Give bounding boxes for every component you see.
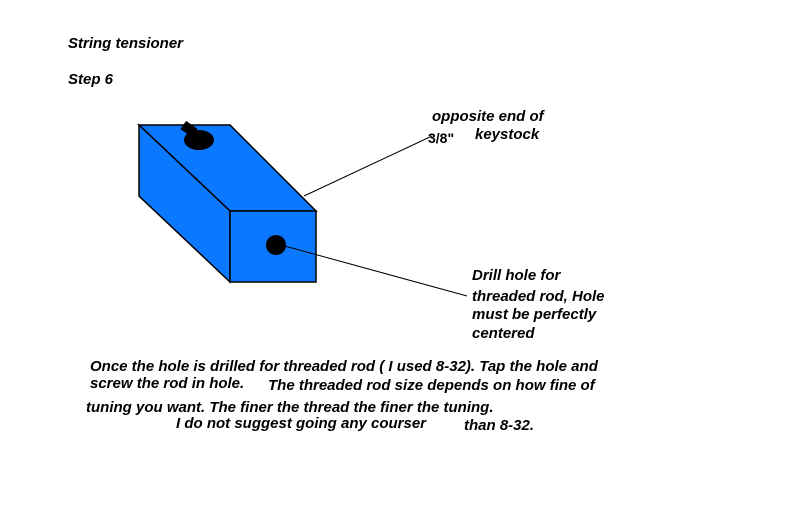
top-hole-rod: [180, 120, 198, 138]
instruction-line1: Once the hole is drilled for threaded ro…: [90, 358, 598, 375]
instruction-line4a: I do not suggest going any courser: [176, 415, 427, 432]
drill-note-line3: must be perfectly: [472, 306, 597, 323]
step-label: Step 6: [68, 71, 114, 88]
leader-line-drill-hole: [280, 244, 468, 297]
instruction-line3: tuning you want. The finer the thread th…: [86, 399, 494, 416]
opposite-end-label-2: keystock: [475, 126, 540, 143]
drill-note-line4: centered: [472, 325, 535, 342]
drill-note-line2: threaded rod, Hole: [472, 288, 605, 305]
instruction-line2b: The threaded rod size depends on how fin…: [268, 377, 595, 394]
diagram-title: String tensioner: [68, 35, 184, 52]
drill-note-line1: Drill hole for: [472, 267, 561, 284]
instruction-line4b: than 8-32.: [464, 417, 535, 434]
opposite-end-label: opposite end of: [432, 108, 544, 125]
leader-line-opposite-end: [303, 135, 433, 197]
front-hole: [266, 235, 286, 255]
dimension-label: 3/8": [428, 130, 455, 146]
instruction-line2a: screw the rod in hole.: [90, 375, 245, 392]
